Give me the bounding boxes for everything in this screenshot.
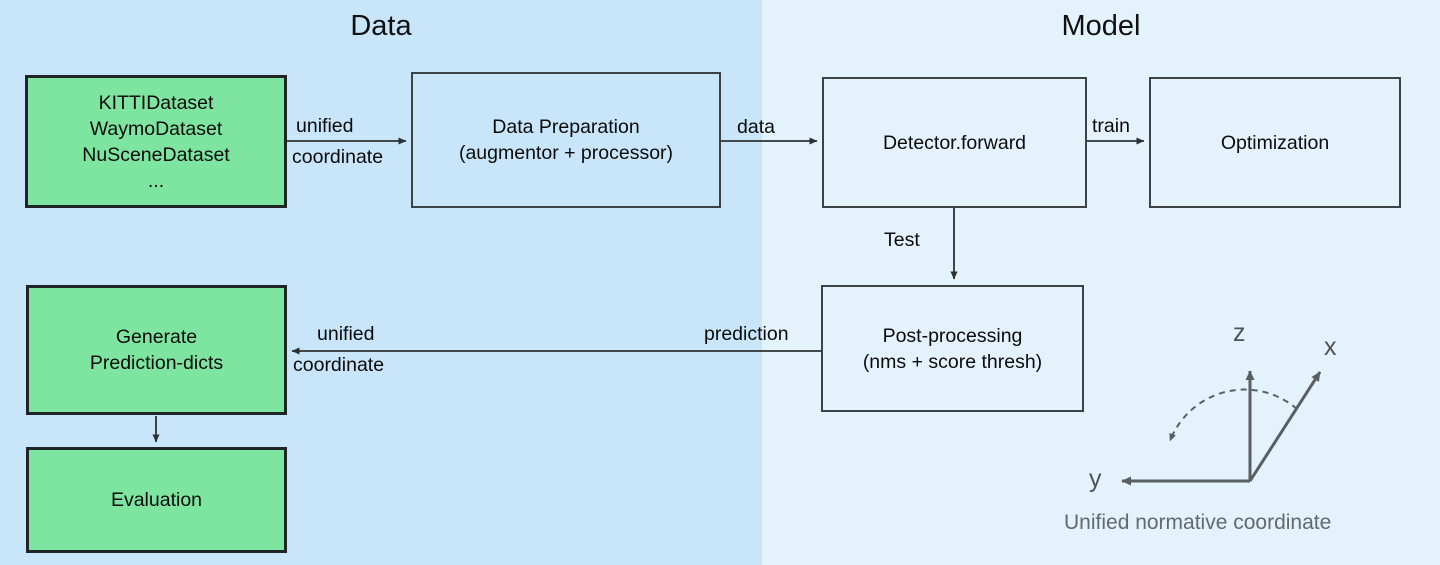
node-post-processing[interactable]: Post-processing (nms + score thresh) <box>821 285 1084 412</box>
edge-label-unified-bottom: unified <box>317 323 375 345</box>
node-generate-prediction-dicts[interactable]: Generate Prediction-dicts <box>26 285 287 415</box>
node-datasets-line-1: KITTIDataset <box>98 91 214 114</box>
axis-label-x: x <box>1324 333 1337 361</box>
edge-label-unified-top: unified <box>296 115 354 137</box>
edge-label-prediction: prediction <box>704 323 789 345</box>
edge-label-coordinate-top: coordinate <box>292 146 384 168</box>
edge-label-train: train <box>1092 115 1130 137</box>
node-detector-forward[interactable]: Detector.forward <box>822 77 1087 208</box>
node-data-preparation[interactable]: Data Preparation (augmentor + processor) <box>411 72 721 208</box>
node-post-processing-line-1: Post-processing <box>882 324 1023 347</box>
edge-label-data: data <box>737 116 775 138</box>
node-post-processing-line-2: (nms + score thresh) <box>862 350 1043 373</box>
node-data-preparation-line-2: (augmentor + processor) <box>458 142 674 164</box>
node-data-preparation-line-1: Data Preparation <box>492 116 640 138</box>
pane-model <box>762 0 1440 565</box>
node-generate-line-2: Prediction-dicts <box>89 352 224 374</box>
node-optimization[interactable]: Optimization <box>1149 77 1401 208</box>
node-datasets-line-4: ... <box>147 169 165 192</box>
axis-label-y: y <box>1089 465 1102 493</box>
node-datasets[interactable]: KITTIDataset WaymoDataset NuSceneDataset… <box>25 75 287 208</box>
node-datasets-line-3: NuSceneDataset <box>82 143 230 166</box>
axis-label-z: z <box>1233 319 1246 347</box>
node-evaluation[interactable]: Evaluation <box>26 447 287 553</box>
edge-label-coordinate-bottom: coordinate <box>293 354 385 376</box>
node-detector-forward-label: Detector.forward <box>882 131 1027 154</box>
edge-label-test: Test <box>884 229 920 251</box>
node-generate-line-1: Generate <box>115 326 198 348</box>
node-optimization-label: Optimization <box>1220 131 1330 154</box>
pane-title-model: Model <box>1061 10 1141 42</box>
node-evaluation-label: Evaluation <box>110 489 203 511</box>
node-datasets-line-2: WaymoDataset <box>89 117 223 140</box>
pane-title-data: Data <box>350 10 412 42</box>
coordinate-frame-caption: Unified normative coordinate <box>1064 511 1332 534</box>
